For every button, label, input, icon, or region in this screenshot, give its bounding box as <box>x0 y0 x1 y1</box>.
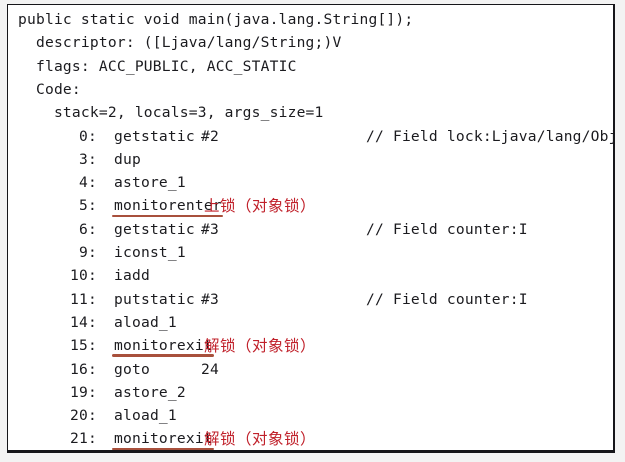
instruction-opcode: aload_1 <box>114 313 177 331</box>
bytecode-listing-body: public static void main(java.lang.String… <box>8 5 613 450</box>
bytecode-instruction-row: 6: getstatic #3 // Field counter:I <box>8 218 613 241</box>
bytecode-instruction-row: 9: iconst_1 <box>8 241 613 264</box>
instruction-offset: 15: <box>70 337 97 355</box>
annotation-unlock-note-2: 解锁（对象锁） <box>204 429 317 448</box>
bytecode-instruction-row: 10: iadd <box>8 264 613 287</box>
instruction-comment: // Field counter:I <box>366 290 528 308</box>
bytecode-instruction-row: 15: monitorexit <box>8 334 613 357</box>
code-line-code: Code: <box>8 78 613 101</box>
instruction-opcode: putstatic <box>114 290 195 308</box>
bytecode-instruction-row: 11: putstatic #3 // Field counter:I <box>8 288 613 311</box>
instruction-opcode: goto <box>114 360 150 378</box>
instruction-offset: 16: <box>70 360 97 378</box>
instruction-offset: 14: <box>70 313 97 331</box>
bytecode-instruction-row: 20: aload_1 <box>8 404 613 427</box>
bytecode-instruction-row: 22: aload_2 <box>8 451 613 453</box>
bytecode-instruction-row: 21: monitorexit <box>8 427 613 450</box>
instruction-offset: 4: <box>70 174 97 192</box>
annotation-underline-lock-note <box>112 214 223 217</box>
instruction-operand: #3 <box>201 220 219 238</box>
instruction-comment: // Field counter:I <box>366 220 528 238</box>
instruction-opcode: monitorexit <box>114 337 213 355</box>
instruction-offset: 21: <box>70 430 97 448</box>
annotation-unlock-note-1: 解锁（对象锁） <box>204 336 317 355</box>
bytecode-instruction-row: 16: goto 24 <box>8 358 613 381</box>
instruction-opcode: getstatic <box>114 220 195 238</box>
instruction-opcode: astore_1 <box>114 174 186 192</box>
annotation-underline-unlock-note-2 <box>112 447 214 450</box>
code-line-flags: flags: ACC_PUBLIC, ACC_STATIC <box>8 55 613 78</box>
instruction-operand: #2 <box>201 127 219 145</box>
code-text: Code: <box>18 80 81 98</box>
page-bottom-margin <box>0 455 625 462</box>
instruction-offset: 6: <box>70 220 97 238</box>
bytecode-listing-frame: public static void main(java.lang.String… <box>7 4 615 453</box>
bytecode-instruction-row: 5: monitorenter <box>8 194 613 217</box>
instruction-opcode: aload_2 <box>114 451 177 453</box>
instruction-opcode: monitorexit <box>114 430 213 448</box>
bytecode-instruction-row: 3: dup <box>8 148 613 171</box>
code-line-descriptor: descriptor: ([Ljava/lang/String;)V <box>8 31 613 54</box>
bytecode-instruction-row: 4: astore_1 <box>8 171 613 194</box>
bytecode-instruction-row: 19: astore_2 <box>8 381 613 404</box>
code-line-signature: public static void main(java.lang.String… <box>8 8 613 31</box>
instruction-offset: 10: <box>70 267 97 285</box>
instruction-opcode: iconst_1 <box>114 244 186 261</box>
annotation-lock-note: 上锁（对象锁） <box>204 196 317 215</box>
instruction-offset: 19: <box>70 383 97 401</box>
code-text: flags: ACC_PUBLIC, ACC_STATIC <box>18 57 297 75</box>
instruction-offset: 5: <box>70 197 97 215</box>
bytecode-instruction-row: 0: getstatic #2 // Field lock:Ljava/lang/Ob… <box>8 125 613 148</box>
instruction-comment: // Field lock:Ljava/lang/Object; <box>366 127 613 145</box>
code-text: public static void main(java.lang.String… <box>18 11 414 28</box>
instruction-offset: 11: <box>70 290 97 308</box>
instruction-offset: 0: <box>70 127 97 145</box>
instruction-opcode: monitorenter <box>114 197 222 215</box>
instruction-opcode: astore_2 <box>114 383 186 401</box>
instruction-opcode: aload_1 <box>114 407 177 425</box>
instruction-operand: 24 <box>201 360 219 378</box>
instruction-offset: 22: <box>70 451 97 453</box>
code-line-stackinfo: stack=2, locals=3, args_size=1 <box>8 101 613 124</box>
instruction-opcode: getstatic <box>114 127 195 145</box>
code-text: stack=2, locals=3, args_size=1 <box>18 104 324 122</box>
bytecode-instruction-row: 14: aload_1 <box>8 311 613 334</box>
annotation-underline-unlock-note-1 <box>112 354 214 357</box>
instruction-operand: #3 <box>201 290 219 308</box>
code-text: descriptor: ([Ljava/lang/String;)V <box>18 34 342 52</box>
instruction-offset: 9: <box>70 244 97 261</box>
instruction-offset: 3: <box>70 150 97 168</box>
instruction-opcode: iadd <box>114 267 150 285</box>
instruction-opcode: dup <box>114 150 141 168</box>
instruction-offset: 20: <box>70 407 97 425</box>
